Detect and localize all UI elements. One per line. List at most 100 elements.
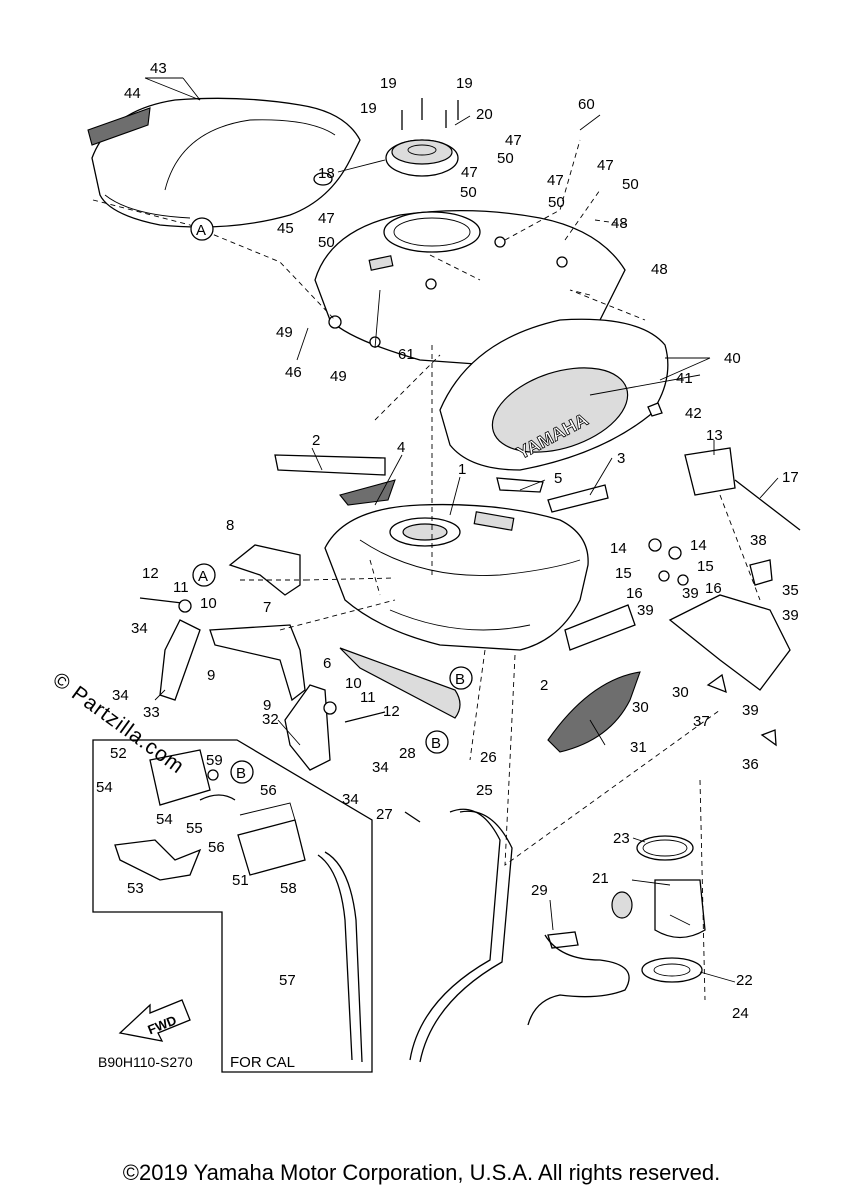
- damper-2-left: [274, 454, 386, 476]
- fuel-tank: [324, 503, 589, 651]
- callout-20: 20: [476, 106, 493, 123]
- callout-12b: 12: [383, 703, 400, 720]
- ref-letter-b-hose: B: [431, 735, 441, 752]
- callout-15b: 15: [697, 558, 714, 575]
- callout-36: 36: [742, 756, 759, 773]
- callout-18: 18: [318, 165, 335, 182]
- callout-3: 3: [617, 450, 625, 467]
- callout-34d: 34: [342, 791, 359, 808]
- callout-56a: 56: [260, 782, 277, 799]
- hose-57: [317, 854, 353, 1061]
- callout-39d: 39: [742, 702, 759, 719]
- callout-22: 22: [736, 972, 753, 989]
- callout-47b: 47: [461, 164, 478, 181]
- callouts: 1 2 2 3 4 5 6 7 8 9 9 10 10 11 11 12 12 …: [96, 60, 799, 1022]
- callout-51: 51: [232, 872, 249, 889]
- callout-47c: 47: [597, 157, 614, 174]
- callout-31: 31: [630, 739, 647, 756]
- callout-16a: 16: [626, 585, 643, 602]
- callout-9b: 9: [263, 697, 271, 714]
- callout-1: 1: [458, 461, 466, 478]
- callout-54b: 54: [156, 811, 173, 828]
- callout-37: 37: [693, 713, 710, 730]
- callout-29: 29: [531, 882, 548, 899]
- callout-11b: 11: [360, 689, 376, 706]
- callout-30a: 30: [632, 699, 649, 716]
- callout-13: 13: [706, 427, 723, 444]
- bracket-8: [228, 544, 301, 596]
- callout-2b: 2: [540, 677, 548, 694]
- callout-19b: 19: [456, 75, 473, 92]
- callout-57: 57: [279, 972, 296, 989]
- callout-46: 46: [285, 364, 302, 381]
- side-cover: YAMAHA: [439, 318, 669, 471]
- callout-48b: 48: [651, 261, 668, 278]
- callout-44: 44: [124, 85, 141, 102]
- callout-40: 40: [724, 350, 741, 367]
- bracket-32: [284, 684, 331, 771]
- fwd-arrow: FWD: [118, 999, 191, 1042]
- callout-17: 17: [782, 469, 799, 486]
- callout-16b: 16: [705, 580, 722, 597]
- bracket-7: [209, 624, 306, 702]
- callout-10b: 10: [345, 675, 362, 692]
- diagram-code: B90H110-S270: [98, 1054, 193, 1070]
- for-cal-label: FOR CAL: [230, 1054, 295, 1071]
- callout-25: 25: [476, 782, 493, 799]
- callout-28: 28: [399, 745, 416, 762]
- protector-6: [339, 647, 461, 719]
- callout-50d: 50: [548, 194, 565, 211]
- callout-12a: 12: [142, 565, 159, 582]
- callout-52: 52: [110, 745, 127, 762]
- callout-11a: 11: [173, 579, 189, 596]
- callout-32: 32: [262, 711, 279, 728]
- callout-19c: 19: [360, 100, 377, 117]
- seal-3: [547, 484, 609, 513]
- canister-group: [114, 749, 306, 881]
- rear-cover: [87, 97, 361, 228]
- callout-55: 55: [186, 820, 203, 837]
- bracket-35: [668, 594, 791, 691]
- callout-7: 7: [263, 599, 271, 616]
- for-cal-frame: [92, 739, 373, 1073]
- callout-47e: 47: [318, 210, 335, 227]
- callout-49b: 49: [330, 368, 347, 385]
- callout-4: 4: [397, 439, 405, 456]
- callout-9a: 9: [207, 667, 215, 684]
- callout-50b: 50: [460, 184, 477, 201]
- callout-48a: 48: [611, 215, 628, 232]
- callout-61: 61: [398, 346, 415, 363]
- reference-markers: A A B B B: [190, 217, 473, 784]
- callout-23: 23: [613, 830, 630, 847]
- hose-29: [527, 934, 630, 1026]
- hose-55: [199, 794, 236, 801]
- callout-39b: 39: [682, 585, 699, 602]
- bracket-13: [684, 447, 736, 496]
- fuel-pump: [611, 835, 706, 983]
- callout-39a: 39: [637, 602, 654, 619]
- fuel-cap: [385, 98, 459, 177]
- bracket-53: [114, 839, 202, 881]
- ref-letter-b-center: B: [455, 671, 465, 688]
- callout-54a: 54: [96, 779, 113, 796]
- callout-49a: 49: [276, 324, 293, 341]
- callout-14b: 14: [690, 537, 707, 554]
- callout-19a: 19: [380, 75, 397, 92]
- damper-2-right: [564, 604, 636, 651]
- cushion-5: [496, 477, 544, 493]
- callout-41: 41: [676, 370, 693, 387]
- callout-6: 6: [323, 655, 331, 672]
- callout-56b: 56: [208, 839, 225, 856]
- damper-45: [313, 172, 333, 186]
- ref-letter-b-inset: B: [236, 765, 246, 782]
- callout-24: 24: [732, 1005, 749, 1022]
- copyright-notice: ©2019 Yamaha Motor Corporation, U.S.A. A…: [122, 1160, 721, 1185]
- callout-47d: 47: [547, 172, 564, 189]
- callout-50a: 50: [497, 150, 514, 167]
- callout-21: 21: [592, 870, 609, 887]
- callout-33: 33: [143, 704, 160, 721]
- callout-30b: 30: [672, 684, 689, 701]
- callout-10a: 10: [200, 595, 217, 612]
- callout-8: 8: [226, 517, 234, 534]
